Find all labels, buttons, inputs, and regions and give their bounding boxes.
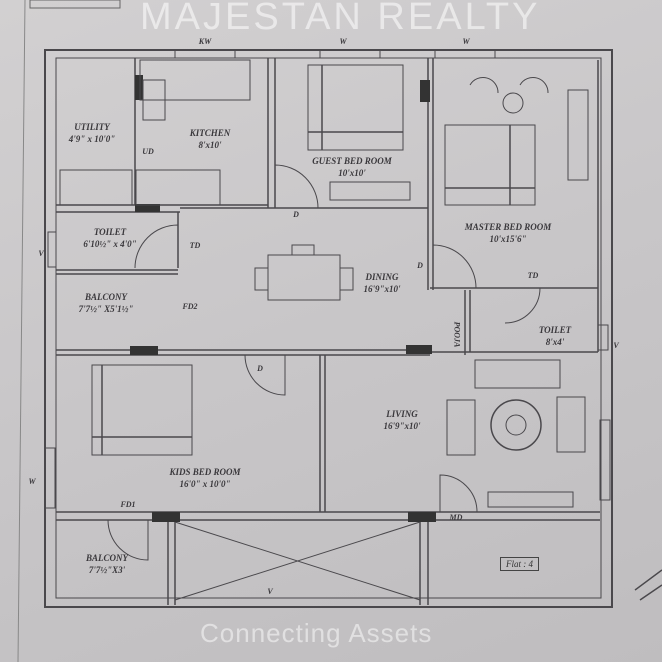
room-size: 8'x10' [198, 140, 222, 150]
watermark-tagline: Connecting Assets [200, 618, 433, 648]
room-name: BALCONY [85, 553, 129, 563]
room-size: 16'9"x10' [383, 421, 421, 431]
ventilator-label: V [613, 341, 619, 350]
room-size: 8'x4' [545, 337, 565, 347]
kitchen-window-label: KW [198, 37, 212, 46]
room-guest-bedroom: GUEST BED ROOM 10'x10' [312, 155, 392, 179]
room-size: 4'9" x 10'0" [68, 134, 116, 144]
door-label-d: D [417, 261, 423, 270]
room-kids-bedroom: KIDS BED ROOM 16'0" x 10'0" [169, 466, 240, 490]
room-dining: DINING 16'9"x10' [364, 271, 401, 295]
window-label: W [339, 37, 347, 46]
door-label-md: MD [449, 513, 463, 522]
room-toilet-1: TOILET 6'10½" x 4'0" [83, 226, 136, 250]
room-living: LIVING 16'9"x10' [384, 408, 421, 432]
room-size: 7'7½" X5'1½" [78, 304, 134, 314]
flat-number-label: Flat : 4 [500, 557, 539, 571]
room-balcony-1: BALCONY 7'7½" X5'1½" [79, 291, 134, 315]
room-name: TOILET [93, 227, 127, 237]
room-kitchen: KITCHEN 8'x10' [190, 127, 231, 151]
room-name: KITCHEN [189, 128, 231, 138]
room-name: GUEST BED ROOM [312, 156, 392, 166]
door-label-d: D [257, 364, 263, 373]
room-size: 10'x15'6" [489, 234, 527, 244]
door-label-fd2: FD2 [182, 302, 198, 311]
door-label-td: TD [527, 271, 539, 280]
door-label-fd1: FD1 [120, 500, 136, 509]
room-utility: UTILITY 4'9" x 10'0" [69, 121, 116, 145]
room-name: TOILET [538, 325, 572, 335]
room-name: UTILITY [74, 122, 110, 132]
room-pooja: POOJA [452, 321, 462, 348]
room-balcony-2: BALCONY 7'7½"X3' [86, 552, 128, 576]
door-label-d: D [293, 210, 299, 219]
room-size: 16'9"x10' [363, 284, 401, 294]
window-label: W [462, 37, 470, 46]
room-size: 6'10½" x 4'0" [83, 239, 137, 249]
room-size: 16'0" x 10'0" [179, 479, 231, 489]
door-label-td: TD [189, 241, 201, 250]
room-master-bedroom: MASTER BED ROOM 10'x15'6" [465, 221, 552, 245]
room-name: KIDS BED ROOM [169, 467, 241, 477]
ventilator-label: V [267, 587, 273, 596]
window-label: W [28, 477, 36, 486]
room-name: LIVING [386, 409, 418, 419]
watermark-brand: MAJESTAN REALTY [140, 0, 541, 38]
room-name: DINING [365, 272, 399, 282]
door-label-ud: UD [142, 147, 154, 156]
room-name: MASTER BED ROOM [464, 222, 552, 232]
ventilator-label: V [38, 249, 44, 258]
room-toilet-2: TOILET 8'x4' [539, 324, 571, 348]
room-size: 7'7½"X3' [88, 565, 126, 575]
room-name: BALCONY [84, 292, 127, 302]
room-size: 10'x10' [338, 168, 366, 178]
